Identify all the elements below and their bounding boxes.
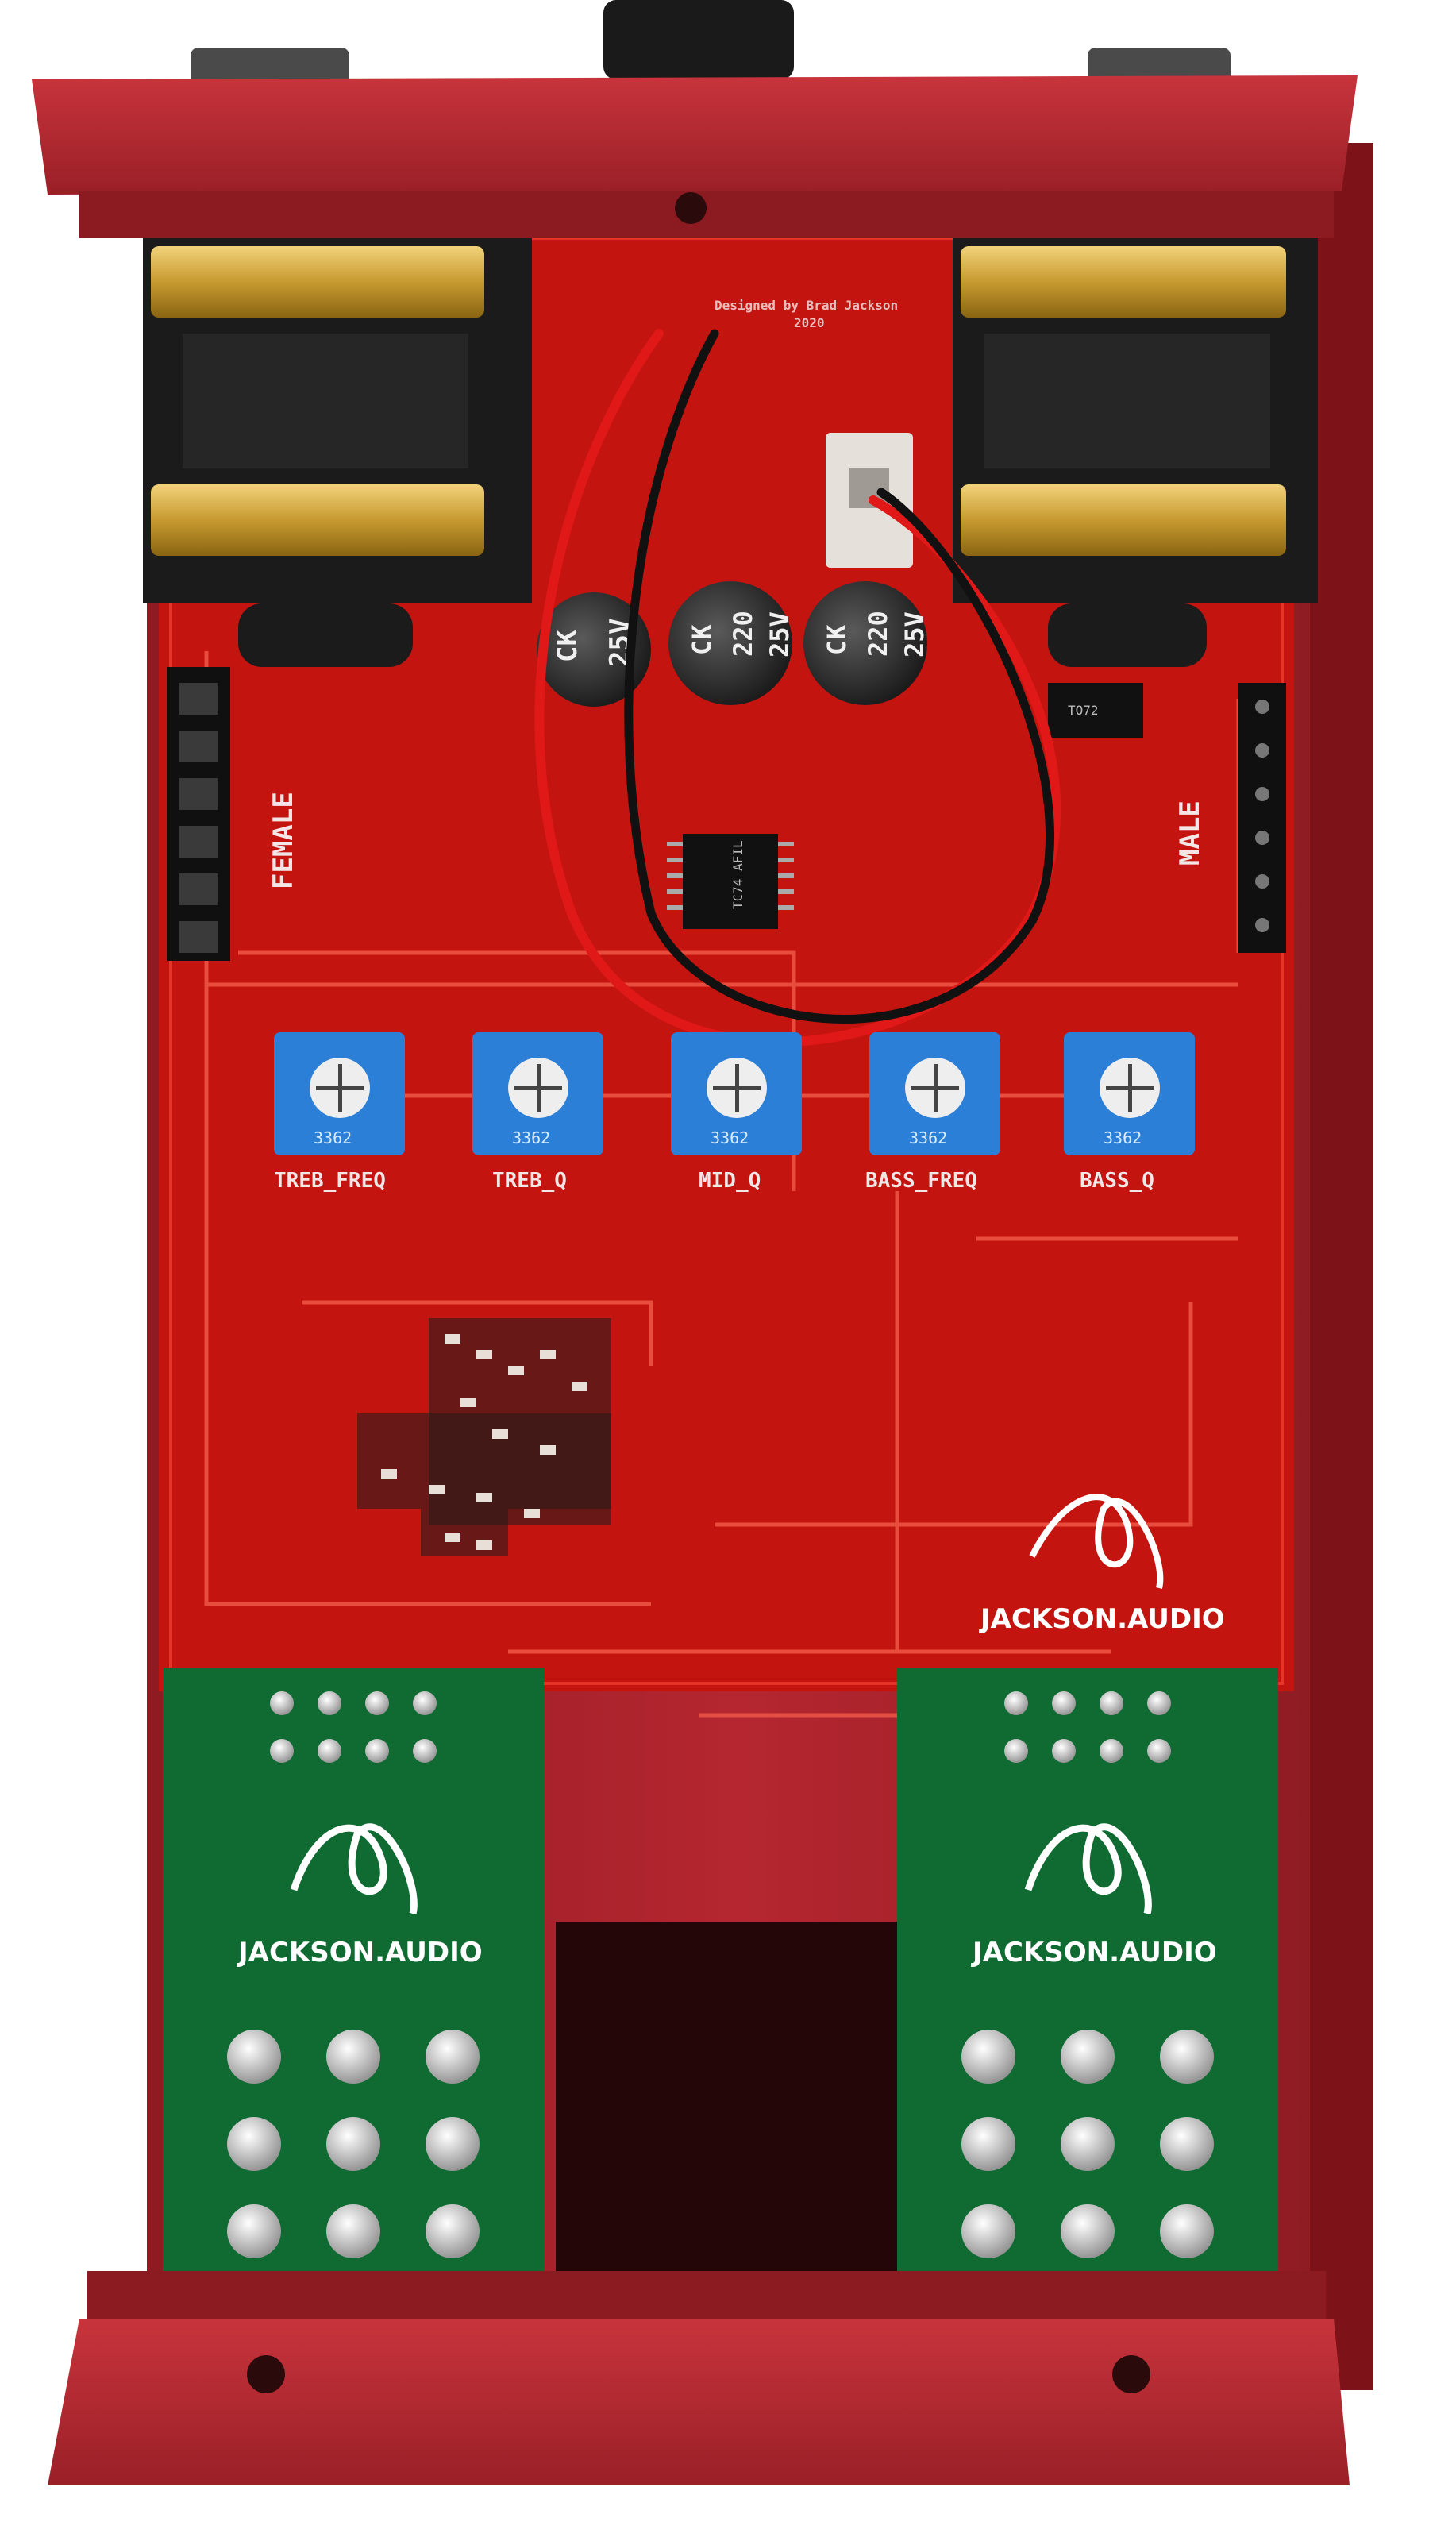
svg-text:25V: 25V	[899, 611, 930, 657]
bottom-flange	[48, 2271, 1350, 2485]
svg-text:25V: 25V	[765, 611, 795, 657]
footswitch-pcb-left: JACKSON.AUDIO	[163, 1668, 544, 2271]
output-jack-right	[953, 238, 1318, 667]
svg-text:220: 220	[863, 611, 893, 657]
svg-text:TC74 AFIL: TC74 AFIL	[730, 840, 745, 909]
trimpot-label: TREB_Q	[492, 1169, 567, 1193]
svg-text:CK: CK	[687, 624, 717, 655]
svg-text:3362: 3362	[512, 1128, 550, 1147]
year-text: 2020	[794, 315, 825, 330]
designer-credit: Designed by Brad Jackson	[715, 298, 898, 313]
opamp-ic: TO72	[1048, 683, 1143, 738]
trimpot-treb-q: 3362 TREB_Q	[472, 1032, 603, 1193]
smd-component-cluster	[357, 1318, 611, 1556]
trimpot-bass-freq: 3362 BASS_FREQ	[865, 1032, 1000, 1193]
trimpot-label: MID_Q	[699, 1169, 761, 1193]
input-jack-left	[143, 238, 532, 667]
jackson-audio-logo-main: JACKSON.AUDIO	[979, 1494, 1225, 1635]
svg-text:JACKSON.AUDIO: JACKSON.AUDIO	[237, 1937, 483, 1968]
male-header	[1238, 683, 1286, 953]
svg-text:3362: 3362	[711, 1128, 749, 1147]
trimpot-bass-q: 3362 BASS_Q	[1064, 1032, 1195, 1193]
footswitch-pcb-right: JACKSON.AUDIO	[897, 1668, 1278, 2271]
female-header-label: FEMALE	[268, 792, 299, 889]
female-header	[167, 667, 230, 961]
trimpot-label: TREB_FREQ	[274, 1169, 386, 1193]
trimpot-treb-freq: 3362 TREB_FREQ	[274, 1032, 405, 1193]
trimpot-label: BASS_FREQ	[865, 1169, 977, 1193]
trimpot-label: BASS_Q	[1080, 1169, 1154, 1193]
capacitor-3: CK 220 25V	[803, 581, 930, 705]
svg-text:3362: 3362	[1104, 1128, 1142, 1147]
svg-text:3362: 3362	[909, 1128, 947, 1147]
svg-text:TO72: TO72	[1068, 703, 1099, 718]
trimpot-mid-q: 3362 MID_Q	[671, 1032, 802, 1193]
main-ic: TC74 AFIL	[667, 834, 794, 929]
svg-text:JACKSON.AUDIO: JACKSON.AUDIO	[971, 1937, 1217, 1968]
male-header-label: MALE	[1174, 800, 1206, 866]
svg-text:CK: CK	[822, 624, 852, 655]
svg-text:3362: 3362	[314, 1128, 352, 1147]
svg-text:JACKSON.AUDIO: JACKSON.AUDIO	[979, 1603, 1225, 1635]
capacitor-2: CK 220 25V	[668, 581, 795, 705]
top-flange	[32, 0, 1358, 238]
svg-text:CK: CK	[552, 630, 584, 662]
svg-text:220: 220	[728, 611, 758, 657]
